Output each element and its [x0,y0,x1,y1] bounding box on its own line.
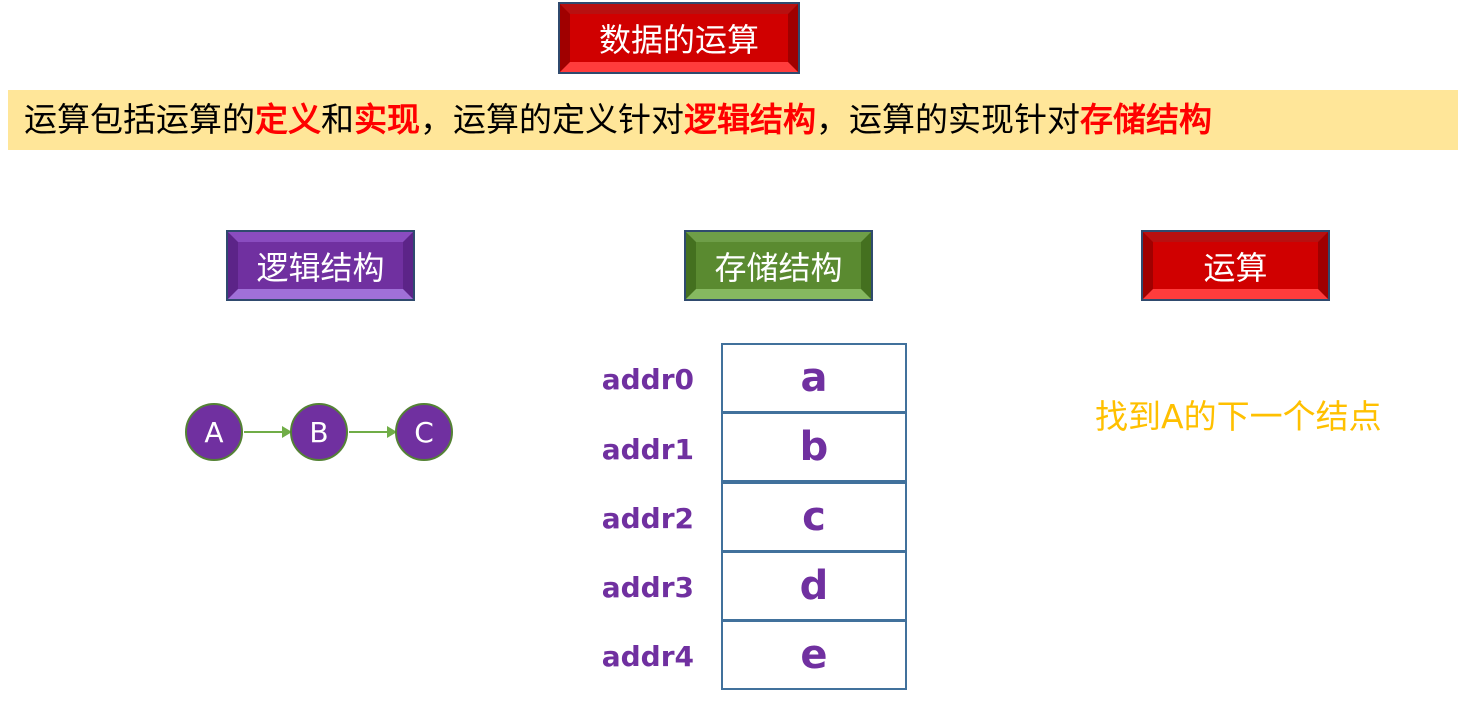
address-label: addr0 [601,363,694,396]
statement-text: ，运算的定义针对 [420,100,684,139]
address-label: addr2 [601,502,694,535]
address-label: addr3 [601,571,694,604]
address-label: addr1 [601,433,694,466]
arrow-b-c [349,426,397,438]
storage-structure-header: 存储结构 [684,230,873,301]
operation-description: 找到A的下一个结点 [1095,397,1382,436]
node-a: A [185,403,243,461]
slide-title: 数据的运算 [558,2,800,74]
address-label: addr4 [601,640,694,673]
statement-band: 运算包括运算的定义和实现，运算的定义针对逻辑结构，运算的实现针对存储结构 [8,90,1458,150]
memory-cell: a [721,343,907,413]
header-text: 运算 [1203,248,1268,287]
statement-text: ，运算的实现针对 [816,100,1080,139]
highlight-definition: 定义 [255,100,321,139]
memory-cell: c [721,482,907,552]
memory-cell: e [721,620,907,690]
highlight-storage: 存储结构 [1080,100,1212,139]
operation-header: 运算 [1141,230,1330,301]
arrow-a-b [244,426,292,438]
statement-text: 运算包括运算的 [24,100,255,139]
statement-text: 和 [321,100,354,139]
slide-title-text: 数据的运算 [598,21,759,59]
highlight-implementation: 实现 [354,100,420,139]
memory-cell: b [721,412,907,482]
node-c: C [395,403,453,461]
header-text: 逻辑结构 [256,248,385,287]
logical-structure-header: 逻辑结构 [226,230,415,301]
header-text: 存储结构 [714,248,843,287]
highlight-logical: 逻辑结构 [684,100,816,139]
memory-cell: d [721,551,907,621]
node-b: B [290,403,348,461]
